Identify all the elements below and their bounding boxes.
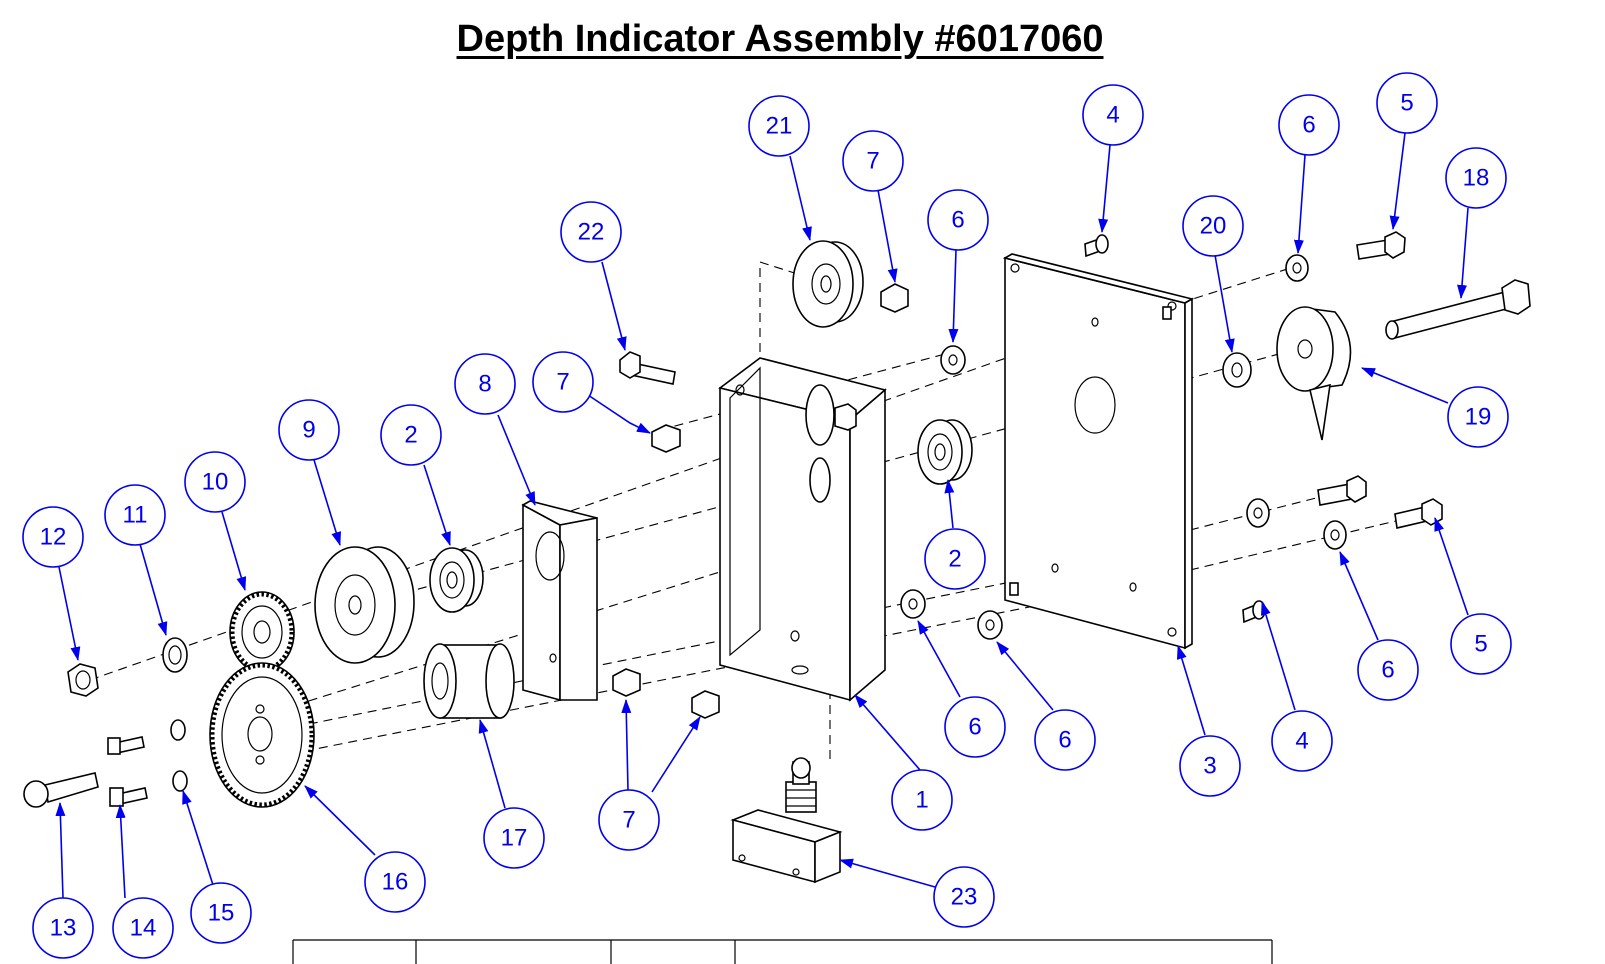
svg-text:21: 21	[766, 113, 793, 140]
pulley-part	[314, 546, 415, 664]
callout-18: 18	[1445, 147, 1507, 209]
nut-part-12	[67, 663, 99, 697]
callout-19: 19	[1447, 386, 1509, 448]
callout-4b: 4	[1271, 710, 1333, 772]
svg-text:2: 2	[404, 422, 417, 449]
spacer-part	[423, 643, 515, 719]
callout-3: 3	[1179, 735, 1241, 797]
svg-text:8: 8	[478, 371, 491, 398]
svg-text:14: 14	[130, 915, 157, 942]
long-bolt-part	[1385, 279, 1531, 340]
callout-22: 22	[560, 201, 622, 263]
callout-10: 10	[184, 451, 246, 513]
svg-text:20: 20	[1200, 213, 1227, 240]
small-gear-part	[229, 591, 295, 673]
svg-text:7: 7	[866, 148, 879, 175]
back-plate-part	[1002, 253, 1195, 650]
washer-parts-6	[900, 254, 1347, 640]
svg-text:16: 16	[382, 869, 409, 896]
svg-text:22: 22	[578, 219, 605, 246]
svg-text:7: 7	[556, 369, 569, 396]
callout-2a: 2	[380, 404, 442, 466]
callout-23: 23	[933, 866, 995, 928]
svg-text:6: 6	[968, 714, 981, 741]
callout-7c: 7	[598, 789, 660, 851]
callout-6b: 6	[1278, 94, 1340, 156]
bolt-part-22	[619, 351, 676, 385]
callout-6d: 6	[944, 696, 1006, 758]
svg-text:12: 12	[40, 524, 67, 551]
svg-text:6: 6	[1381, 657, 1394, 684]
callout-5b: 5	[1450, 613, 1512, 675]
svg-text:5: 5	[1400, 90, 1413, 117]
svg-text:9: 9	[302, 417, 315, 444]
callout-13: 13	[32, 897, 94, 959]
svg-text:7: 7	[622, 807, 635, 834]
leader-lines	[55, 132, 1469, 899]
callout-20: 20	[1182, 195, 1244, 257]
washer-part-20	[1222, 352, 1252, 388]
callout-6e: 6	[1034, 709, 1096, 771]
page-title: Depth Indicator Assembly #6017060	[456, 18, 1104, 60]
callout-14: 14	[112, 897, 174, 959]
callout-9: 9	[278, 399, 340, 461]
bearing-part-left	[429, 547, 484, 613]
svg-text:1: 1	[915, 787, 928, 814]
callout-11: 11	[104, 484, 166, 546]
callout-7b: 7	[532, 351, 594, 413]
washer-part-15	[170, 719, 188, 792]
callout-15: 15	[190, 882, 252, 944]
svg-text:4: 4	[1106, 102, 1119, 129]
wheel-part	[792, 240, 864, 328]
svg-text:11: 11	[123, 502, 148, 529]
svg-text:23: 23	[951, 884, 978, 911]
screw-part-14a	[107, 736, 145, 755]
svg-text:10: 10	[202, 469, 229, 496]
callout-6a: 6	[927, 189, 989, 251]
callout-4a: 4	[1082, 84, 1144, 146]
svg-text:13: 13	[50, 915, 77, 942]
bearing-part-right	[917, 419, 973, 485]
shoulder-bolt-part	[23, 772, 99, 808]
screw-part-14b	[109, 787, 148, 807]
svg-text:18: 18	[1463, 165, 1490, 192]
svg-text:2: 2	[948, 546, 961, 573]
parts-table-edge	[292, 939, 1273, 964]
callout-12: 12	[22, 506, 84, 568]
svg-text:19: 19	[1465, 404, 1492, 431]
callout-6c: 6	[1357, 639, 1419, 701]
callout-7a: 7	[842, 130, 904, 192]
callout-21: 21	[748, 95, 810, 157]
callout-5a: 5	[1376, 72, 1438, 134]
callout-1: 1	[891, 769, 953, 831]
svg-text:6: 6	[1058, 727, 1071, 754]
svg-text:6: 6	[951, 207, 964, 234]
svg-text:3: 3	[1203, 753, 1216, 780]
svg-text:4: 4	[1295, 728, 1308, 755]
large-gear-part	[209, 662, 315, 808]
svg-text:6: 6	[1302, 112, 1315, 139]
callout-2b: 2	[924, 528, 986, 590]
callout-16: 16	[364, 851, 426, 913]
svg-text:17: 17	[501, 825, 528, 852]
pointer-part	[1276, 306, 1352, 441]
svg-text:5: 5	[1474, 631, 1487, 658]
nut-parts-7	[612, 283, 909, 719]
callout-17: 17	[483, 807, 545, 869]
lock-washer-part	[162, 637, 188, 673]
switch-part	[730, 757, 843, 884]
svg-text:15: 15	[208, 900, 235, 927]
bar-part	[521, 500, 598, 702]
callout-8: 8	[454, 353, 516, 415]
u-bracket-part	[718, 357, 887, 702]
